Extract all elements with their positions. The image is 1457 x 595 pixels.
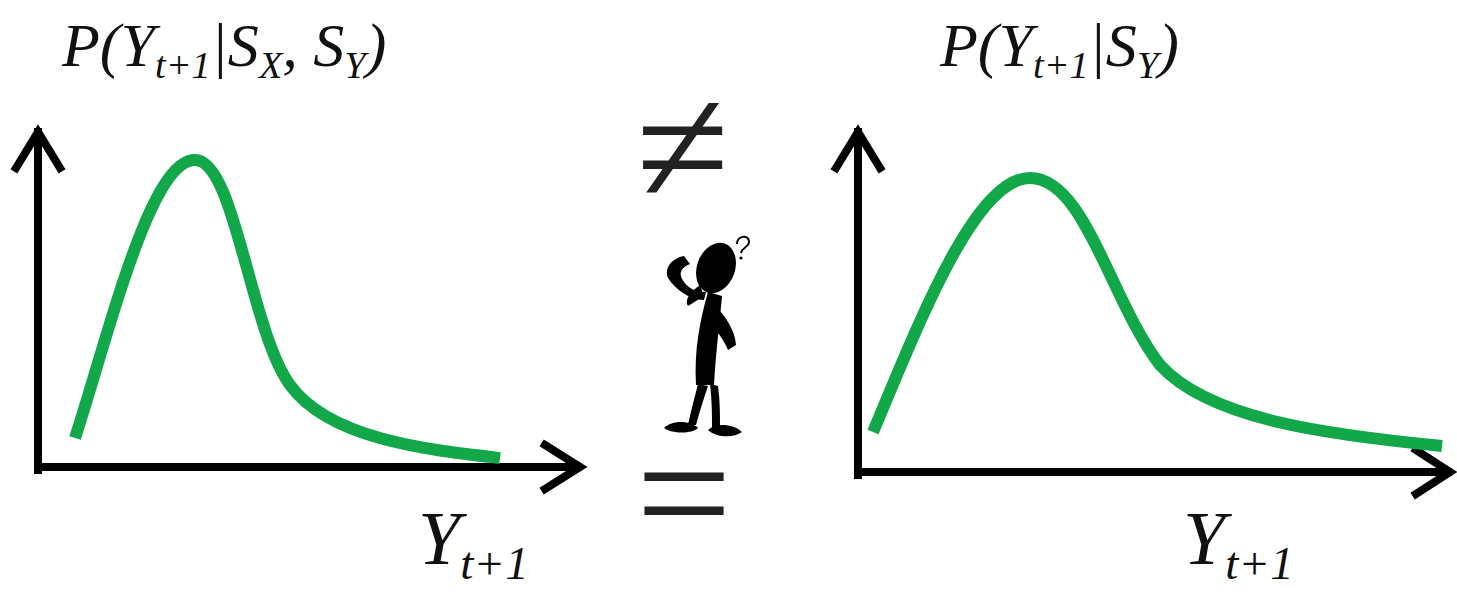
axis-label: Yt+1 [418, 500, 529, 587]
axis-arrowhead [16, 132, 60, 168]
label-text: ≠ [636, 53, 729, 241]
label-text: P(Y [940, 11, 1033, 79]
label-text: t+1 [1225, 537, 1293, 589]
distribution-curve [873, 178, 1442, 446]
label-text: Y [1137, 44, 1158, 86]
y-axis [854, 132, 862, 475]
distribution-curve [75, 160, 500, 458]
label-text: X [259, 44, 282, 86]
probability-label: P(Yt+1|SX, SY) [62, 14, 386, 85]
label-text: Y [1183, 496, 1225, 580]
label-text: Y [344, 44, 365, 86]
y-axis [34, 132, 42, 470]
axis-label: Yt+1 [1183, 500, 1294, 587]
x-axis [38, 463, 578, 471]
label-text: = [636, 399, 732, 587]
label-text: |S [211, 11, 259, 79]
axis-arrowhead [1416, 450, 1450, 494]
label-text: |S [1089, 11, 1137, 79]
label-text: ) [1158, 11, 1179, 79]
axis-arrowhead [545, 445, 580, 489]
label-text: ) [366, 11, 387, 79]
label-text: P(Y [62, 11, 155, 79]
axis-arrowhead [836, 132, 880, 168]
label-text: t+1 [155, 44, 211, 86]
label-text: t+1 [460, 537, 528, 589]
equal-sign: = [636, 408, 732, 578]
not-equal-sign: ≠ [636, 62, 729, 232]
label-text: , S [282, 11, 344, 79]
x-axis [858, 468, 1448, 476]
label-text: t+1 [1033, 44, 1089, 86]
probability-label: P(Yt+1|SY) [940, 14, 1179, 85]
label-text: Y [418, 496, 460, 580]
